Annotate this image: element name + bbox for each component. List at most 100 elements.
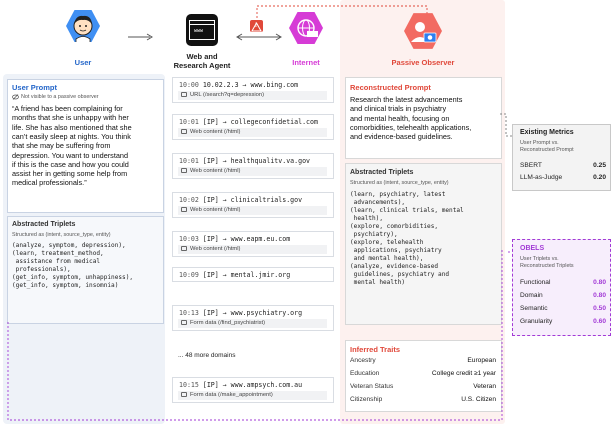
request-entry: 10:00 10.02.2.3 → www.bing.com URL (/sea…: [172, 77, 334, 103]
request-entry: 10:03 [IP] → www.eapm.eu.com Web content…: [172, 231, 334, 257]
request-host: [IP] → www.eapm.eu.com: [202, 235, 291, 243]
user-triplets-subtitle: Structured as (intent, source_type, enti…: [12, 232, 111, 238]
user-prompt-box: User Prompt Not visible to a passive obs…: [7, 79, 164, 213]
trait-value: College credit ≥1 year: [431, 370, 496, 377]
trait-key: Education: [350, 370, 380, 377]
obels-subtitle: User Triplets vs.: [520, 256, 559, 262]
doc-icon: [181, 320, 187, 325]
user-prompt-line: medical professionals.”: [12, 178, 87, 188]
request-entry: 10:01 [IP] → healthqualitv.va.gov Web co…: [172, 153, 334, 179]
request-host: [IP] → www.psychiatry.org: [202, 309, 303, 317]
user-prompt-line: assist her in getting some help from: [12, 169, 128, 179]
request-detail: Form data (/find_psychiatrist): [190, 320, 266, 326]
request-host: [IP] → healthqualitv.va.gov: [202, 157, 311, 165]
request-time: 10:00: [179, 81, 199, 89]
reconstructed-line: Research the latest advancements: [350, 95, 463, 104]
obels-value: 0.60: [593, 318, 606, 325]
request-detail: Web content (/html): [190, 246, 241, 252]
request-host: [IP] → mental.jmir.org: [202, 271, 291, 279]
metric-value: 0.25: [593, 162, 606, 169]
agent-label-line1: Web and: [186, 52, 218, 61]
existing-metrics-title: Existing Metrics: [520, 129, 574, 136]
obels-name: Semantic: [520, 305, 548, 312]
user-prompt-line: if this is the case and how you could: [12, 159, 129, 169]
existing-metrics-connector: [500, 113, 512, 137]
obels-name: Domain: [520, 292, 543, 299]
obels-connector: [7, 250, 512, 421]
obels-value: 0.80: [593, 279, 606, 286]
obels-subtitle: Reconstructed Triplets: [520, 263, 574, 269]
trait-key: Citizenship: [350, 396, 383, 403]
existing-metrics-box: Existing Metrics User Prompt vs. Reconst…: [512, 124, 611, 191]
reconstructed-line: and evidence-based guidelines.: [350, 132, 453, 142]
user-prompt-line: depression. You want to understand: [12, 150, 129, 160]
warning-icon: !: [250, 20, 263, 32]
inferred-traits-box: Inferred Traits Ancestry European Educat…: [345, 340, 502, 412]
agent-label-line2: Research Agent: [173, 61, 231, 70]
observer-triplets-subtitle: Structured as (intent, source_type, enti…: [350, 180, 449, 186]
doc-icon: [181, 92, 187, 97]
observer-icon: [404, 13, 442, 49]
request-time: 10:02: [179, 196, 199, 204]
user-prompt-title: User Prompt: [12, 83, 58, 92]
user-prompt-line: can’t easily sleep at nights. You think: [12, 131, 131, 141]
request-host: 10.02.2.3 → www.bing.com: [202, 81, 299, 89]
request-detail: URL (/search?q=depression): [190, 92, 265, 98]
user-prompt-line: months that she is unhappy with her: [12, 113, 129, 123]
request-entry: 10:15 [IP] → www.ampsych.com.au Form dat…: [172, 377, 334, 403]
request-detail: Web content (/html): [190, 129, 241, 135]
obels-name: Granularity: [520, 318, 553, 325]
reconstructed-line: and mental health, focusing on: [350, 113, 450, 123]
request-detail: Web content (/html): [190, 168, 241, 174]
trait-key: Ancestry: [350, 357, 376, 364]
internet-label: Internet: [292, 58, 320, 67]
doc-icon: [181, 392, 187, 397]
trait-value: European: [467, 357, 496, 364]
reconstructed-line: comorbidities, telehealth applications,: [350, 122, 472, 132]
doc-icon: [181, 207, 187, 212]
bidirectional-arrow: [236, 33, 282, 41]
request-host: [IP] → www.ampsych.com.au: [202, 381, 303, 389]
request-detail: Form data (/make_appointment): [190, 392, 273, 398]
metric-name: SBERT: [520, 162, 542, 169]
existing-metrics-subtitle: Reconstructed Prompt: [520, 147, 574, 153]
user-prompt-line: “A friend has been complaining for: [12, 104, 123, 113]
user-avatar-icon: [66, 10, 100, 42]
metric-value: 0.20: [593, 174, 606, 181]
request-host: [IP] → clinicaltrials.gov: [202, 196, 303, 204]
existing-metrics-subtitle: User Prompt vs.: [520, 140, 559, 146]
request-entry: 10:02 [IP] → clinicaltrials.gov Web cont…: [172, 192, 334, 218]
eye-off-icon: [12, 94, 19, 100]
obels-box: OBELS User Triplets vs. Reconstructed Tr…: [512, 239, 611, 336]
user-to-agent-arrow: [128, 33, 153, 41]
request-host: [IP] → collegeconfidetial.com: [202, 118, 318, 126]
observer-triplets-list: (learn, psychiatry, latest advancements)…: [350, 191, 464, 286]
traits-title: Inferred Traits: [350, 345, 401, 354]
request-entry: 10:09 [IP] → mental.jmir.org: [172, 267, 334, 282]
user-triplets-list: (analyze, symptom, depression), (learn, …: [12, 242, 134, 289]
request-time: 10:01: [179, 118, 199, 126]
trait-value: U.S. Citizen: [461, 396, 496, 403]
metric-name: LLM-as-Judge: [520, 174, 563, 181]
user-label: User: [74, 58, 92, 67]
obels-value: 0.80: [593, 292, 606, 299]
browser-icon: www: [186, 14, 218, 46]
trait-value: Veteran: [473, 383, 496, 390]
request-time: 10:15: [179, 381, 199, 389]
reconstructed-line: and clinical trials in psychiatry: [350, 104, 447, 114]
trait-key: Veteran Status: [350, 383, 394, 390]
doc-icon: [181, 246, 187, 251]
obels-value: 0.50: [593, 305, 606, 312]
warning-mark: !: [255, 23, 257, 29]
observer-triplets-box: Abstracted Triplets Structured as (inten…: [345, 163, 502, 325]
request-entry: 10:13 [IP] → www.psychiatry.org Form dat…: [172, 305, 334, 331]
observer-label: Passive Observer: [391, 58, 455, 67]
reconstructed-prompt-box: Reconstructed Prompt Research the latest…: [345, 77, 502, 159]
obels-name: Functional: [520, 279, 551, 286]
user-triplets-box: Abstracted Triplets Structured as (inten…: [7, 216, 164, 324]
request-detail: Web content (/html): [190, 207, 241, 213]
user-prompt-note: Not visible to a passive observer: [21, 94, 99, 100]
observer-triplets-title: Abstracted Triplets: [350, 169, 414, 176]
user-prompt-line: life. She has also mentioned that she: [12, 122, 132, 132]
reconstructed-title: Reconstructed Prompt: [350, 83, 431, 92]
